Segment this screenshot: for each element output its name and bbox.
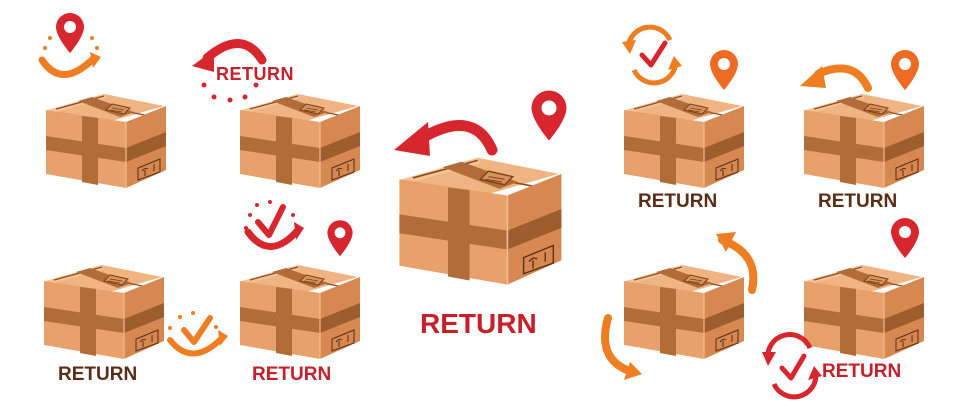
box-7: [803, 93, 925, 189]
right-top-b-return-label: RETURN: [818, 191, 897, 212]
location-pin-icon: [710, 50, 738, 90]
box-2: [239, 93, 361, 189]
refresh-checkmark-red-icon: [762, 332, 822, 400]
center-return-label: RETURN: [420, 308, 537, 339]
right-bottom-return-label: RETURN: [822, 361, 901, 382]
return-curved-arrow-icon: [192, 39, 267, 103]
checkmark-red-arrow-icon: [244, 200, 304, 250]
box-5-center: [398, 156, 563, 286]
location-pin-icon: [891, 218, 919, 258]
bottom-left-return-label: RETURN: [58, 364, 137, 385]
box-8: [623, 264, 745, 360]
top-left-return-label: RETURN: [216, 64, 294, 84]
box-4: [239, 264, 361, 360]
bottom-mid-return-label: RETURN: [252, 364, 331, 385]
checkmark-orange-arrow-icon: [167, 311, 228, 357]
rotating-arrows-orange-icon: [601, 232, 758, 380]
return-curved-arrow-icon: [394, 120, 498, 156]
box-9: [803, 264, 925, 360]
curved-arrow-orange-icon: [800, 64, 872, 92]
orange-arrow-icon: [38, 36, 101, 78]
location-pin-icon: [531, 90, 567, 141]
location-pin-icon: [56, 13, 84, 53]
refresh-checkmark-orange-icon: [622, 24, 682, 86]
location-pin-icon: [327, 220, 353, 257]
location-pin-icon: [891, 50, 919, 90]
box-1: [45, 93, 167, 189]
right-top-a-return-label: RETURN: [638, 191, 717, 212]
box-3: [43, 264, 165, 360]
box-6: [623, 93, 745, 189]
